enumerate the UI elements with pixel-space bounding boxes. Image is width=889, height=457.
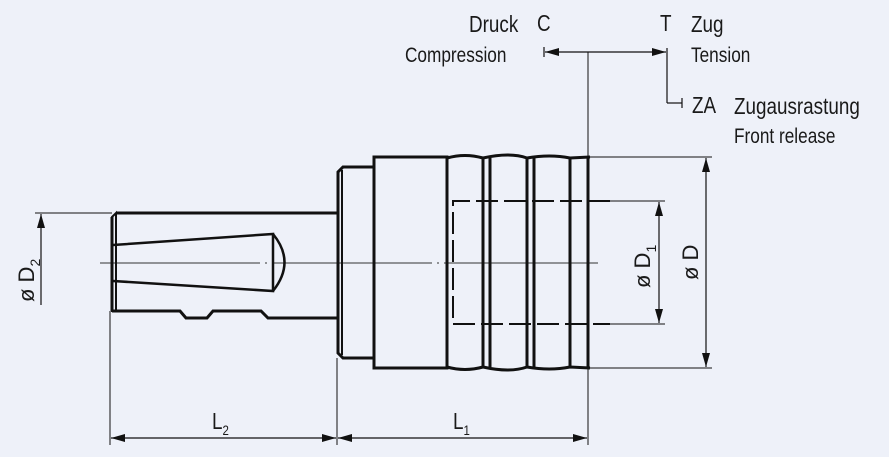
shank bbox=[110, 210, 338, 320]
tension-text: Tension bbox=[691, 44, 751, 67]
compression-german-label: Druck bbox=[469, 13, 518, 36]
l1-symbol: L bbox=[453, 408, 464, 434]
d2-symbol: ø D bbox=[14, 266, 39, 302]
front-release-text: Front release bbox=[734, 125, 836, 148]
l1-label: L1 bbox=[453, 408, 470, 438]
l2-symbol: L bbox=[212, 408, 223, 434]
l1-subscript: 1 bbox=[463, 422, 470, 438]
l2-label: L2 bbox=[212, 408, 229, 438]
tension-english-label: Tension bbox=[691, 45, 750, 66]
d-label: ø D bbox=[678, 244, 703, 280]
druck-text: Druck bbox=[469, 11, 519, 37]
travel-indicator bbox=[543, 47, 683, 108]
za-code-text: ZA bbox=[692, 92, 717, 118]
zugausrastung-text: Zugausrastung bbox=[734, 93, 860, 119]
front-release-german-label: Zugausrastung bbox=[734, 95, 860, 118]
d1-subscript: 1 bbox=[643, 244, 659, 253]
flange bbox=[336, 165, 374, 360]
body bbox=[372, 153, 591, 372]
compression-text: Compression bbox=[405, 44, 507, 67]
c-code-text: C bbox=[537, 10, 551, 36]
compression-code: C bbox=[537, 12, 551, 35]
front-release-code: ZA bbox=[692, 94, 716, 117]
l2-subscript: 2 bbox=[222, 422, 229, 438]
d2-subscript: 2 bbox=[27, 258, 43, 267]
extension-lines bbox=[35, 52, 712, 445]
d1-label: ø D1 bbox=[630, 244, 659, 288]
front-release-english-label: Front release bbox=[734, 126, 835, 147]
d-symbol: ø D bbox=[678, 244, 703, 280]
d2-label: ø D2 bbox=[14, 258, 43, 302]
t-code-text: T bbox=[660, 10, 672, 36]
compression-english-label: Compression bbox=[405, 45, 506, 66]
d1-symbol: ø D bbox=[630, 252, 655, 288]
zug-text: Zug bbox=[691, 11, 724, 37]
tension-code: T bbox=[660, 12, 672, 35]
tension-german-label: Zug bbox=[691, 13, 724, 36]
